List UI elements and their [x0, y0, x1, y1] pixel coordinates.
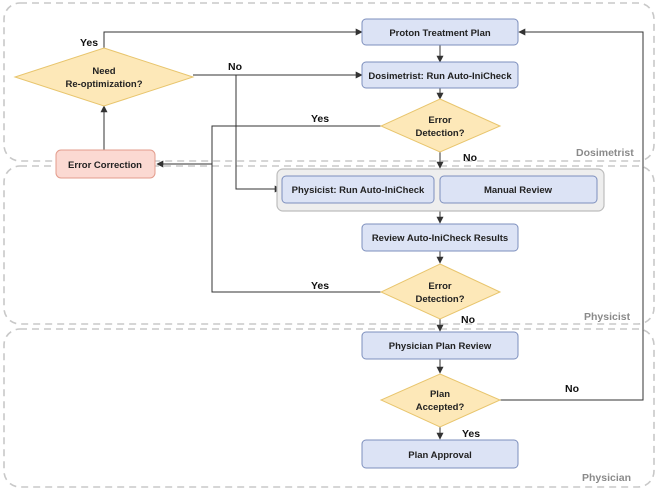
node-plan-accepted-line2: Accepted?	[416, 402, 465, 413]
node-error-detection-2-line1: Error	[428, 281, 452, 292]
edge-reopt-no-to-physicist	[235, 75, 282, 193]
edge-label-error2-no: No	[461, 314, 475, 326]
node-physician-review-label: Physician Plan Review	[389, 341, 492, 352]
node-error-detection-1	[379, 98, 502, 153]
node-need-reoptimization-line1: Need	[92, 66, 115, 77]
node-error-detection-1-line1: Error	[428, 115, 452, 126]
node-error-detection-1-line2: Detection?	[415, 128, 464, 139]
node-physicist-run-label: Physicist: Run Auto-IniCheck	[292, 185, 425, 196]
node-proton-treatment-plan-label: Proton Treatment Plan	[389, 28, 491, 39]
edge-error2-yes	[211, 164, 381, 293]
node-plan-accepted	[379, 373, 502, 428]
lane-label-dosimetrist: Dosimetrist	[576, 147, 634, 159]
edge-label-reopt-yes: Yes	[80, 37, 98, 49]
node-need-reoptimization	[13, 47, 195, 107]
node-error-detection-2-line2: Detection?	[415, 294, 464, 305]
node-dosimetrist-run	[361, 61, 519, 89]
node-review-results-label: Review Auto-IniCheck Results	[372, 233, 508, 244]
node-physician-review	[361, 331, 519, 360]
lane-label-physician: Physician	[582, 472, 631, 484]
edge-label-accepted-yes: Yes	[462, 428, 480, 440]
edge-reopt-yes	[103, 28, 363, 48]
lane-physician	[3, 328, 655, 488]
node-dosimetrist-run-label: Dosimetrist: Run Auto-IniCheck	[368, 71, 512, 82]
edge-label-error2-yes: Yes	[311, 280, 329, 292]
node-plan-approval-label: Plan Approval	[408, 450, 472, 461]
edge-label-error1-yes: Yes	[311, 113, 329, 125]
edge-label-accepted-no: No	[565, 383, 579, 395]
node-error-correction	[55, 149, 156, 179]
node-manual-review-label: Manual Review	[484, 185, 553, 196]
lane-label-physicist: Physicist	[584, 311, 631, 323]
node-plan-approval	[361, 439, 519, 469]
node-need-reoptimization-line2: Re-optimization?	[65, 79, 142, 90]
edge-label-error1-no: No	[463, 152, 477, 164]
node-manual-review	[439, 175, 598, 204]
node-proton-treatment-plan	[361, 18, 519, 46]
node-plan-accepted-line1: Plan	[430, 389, 450, 400]
node-error-detection-2	[379, 263, 502, 320]
node-physicist-run	[281, 175, 435, 204]
edge-label-reopt-no: No	[228, 61, 242, 73]
edge-error1-yes	[211, 125, 381, 164]
edge-accepted-no	[500, 28, 644, 401]
node-error-correction-label: Error Correction	[68, 160, 142, 171]
node-review-results	[361, 223, 519, 252]
